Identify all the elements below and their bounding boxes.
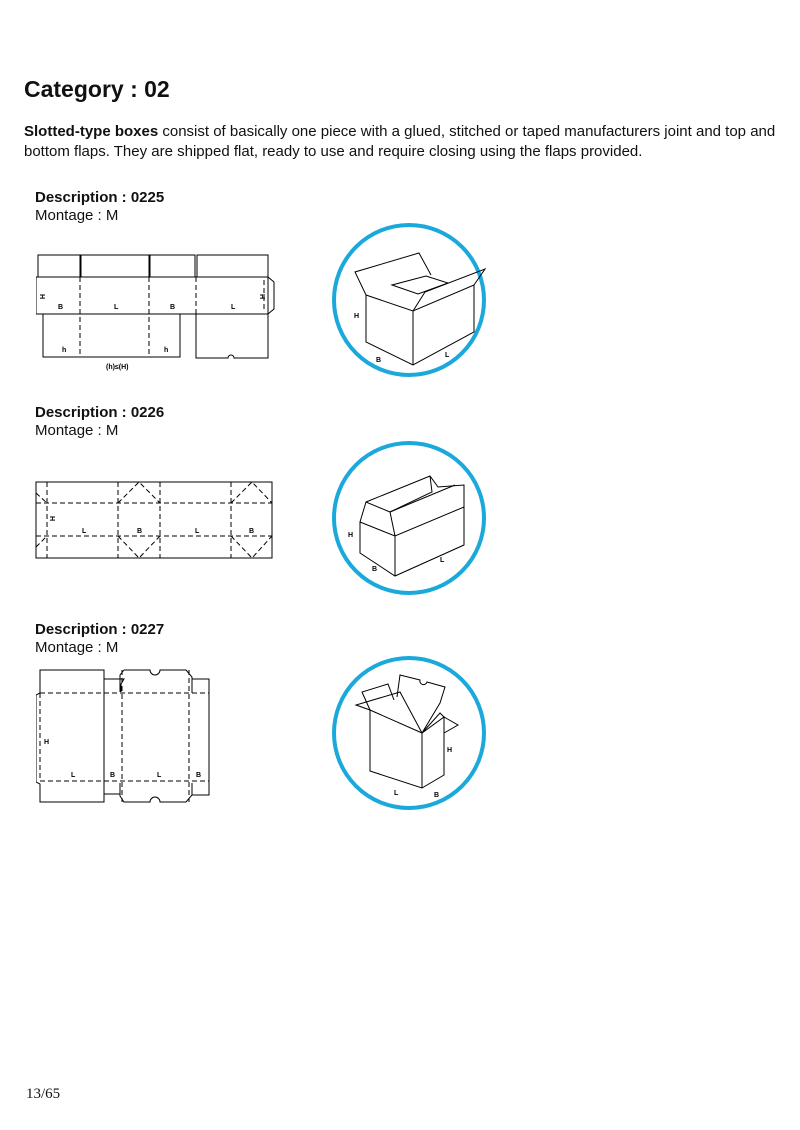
svg-text:H: H: [354, 313, 359, 320]
description-block-0226: Description : 0226 Montage : M: [35, 404, 164, 440]
intro-bold: Slotted-type boxes: [24, 123, 159, 140]
flat-label-L: L: [231, 304, 236, 311]
svg-text:B: B: [110, 772, 115, 779]
svg-text:B: B: [434, 792, 439, 799]
svg-text:L: L: [157, 772, 162, 779]
svg-text:H: H: [44, 739, 49, 746]
flat-label-h: h: [164, 347, 168, 354]
accent-circle: [332, 656, 486, 810]
svg-text:L: L: [440, 557, 445, 564]
flat-layout-diagram-0227: H L B L B: [36, 669, 210, 803]
accent-circle: [332, 441, 486, 595]
box-illustration-0227: H L B: [332, 656, 486, 810]
flat-note: (h)≤(H): [106, 364, 129, 371]
svg-text:B: B: [376, 357, 381, 364]
flat-label-H: H: [258, 294, 265, 299]
montage-label: Montage : M: [35, 207, 119, 224]
intro-paragraph: Slotted-type boxes consist of basically …: [24, 122, 784, 162]
flat-label-h: h: [62, 347, 66, 354]
flat-label-L: L: [114, 304, 119, 311]
montage-label: Montage : M: [35, 639, 119, 656]
description-block-0227: Description : 0227 Montage : M: [35, 621, 164, 657]
flat-label-B: B: [58, 304, 63, 311]
svg-text:L: L: [394, 790, 399, 797]
svg-text:L: L: [71, 772, 76, 779]
svg-text:L: L: [445, 352, 450, 359]
accent-circle: [332, 223, 486, 377]
flat-layout-diagram-0225: H B L B L H h h (h)≤(H): [36, 254, 275, 371]
description-label: Description : 0227: [35, 621, 165, 638]
flat-layout-diagram-0226: H L B L B: [35, 481, 273, 559]
page-number: 13/65: [26, 1086, 61, 1102]
description-block-0225: Description : 0225 Montage : M: [35, 189, 164, 225]
svg-text:B: B: [372, 566, 377, 573]
description-label: Description : 0225: [35, 189, 165, 206]
box-illustration-0226: H B L: [332, 441, 486, 595]
montage-label: Montage : M: [35, 422, 119, 439]
page-title: Category : 02: [24, 76, 170, 102]
svg-text:H: H: [447, 747, 452, 754]
flat-label-B: B: [170, 304, 175, 311]
svg-text:L: L: [82, 528, 87, 535]
description-label: Description : 0226: [35, 404, 165, 421]
intro-text: consist of basically one piece with a gl…: [24, 123, 776, 160]
flat-label-H: H: [38, 294, 45, 299]
svg-text:H: H: [48, 516, 55, 521]
svg-text:B: B: [196, 772, 201, 779]
svg-text:L: L: [195, 528, 200, 535]
svg-text:H: H: [348, 532, 353, 539]
svg-text:B: B: [249, 528, 254, 535]
box-illustration-0225: H B L: [332, 223, 487, 377]
svg-text:B: B: [137, 528, 142, 535]
